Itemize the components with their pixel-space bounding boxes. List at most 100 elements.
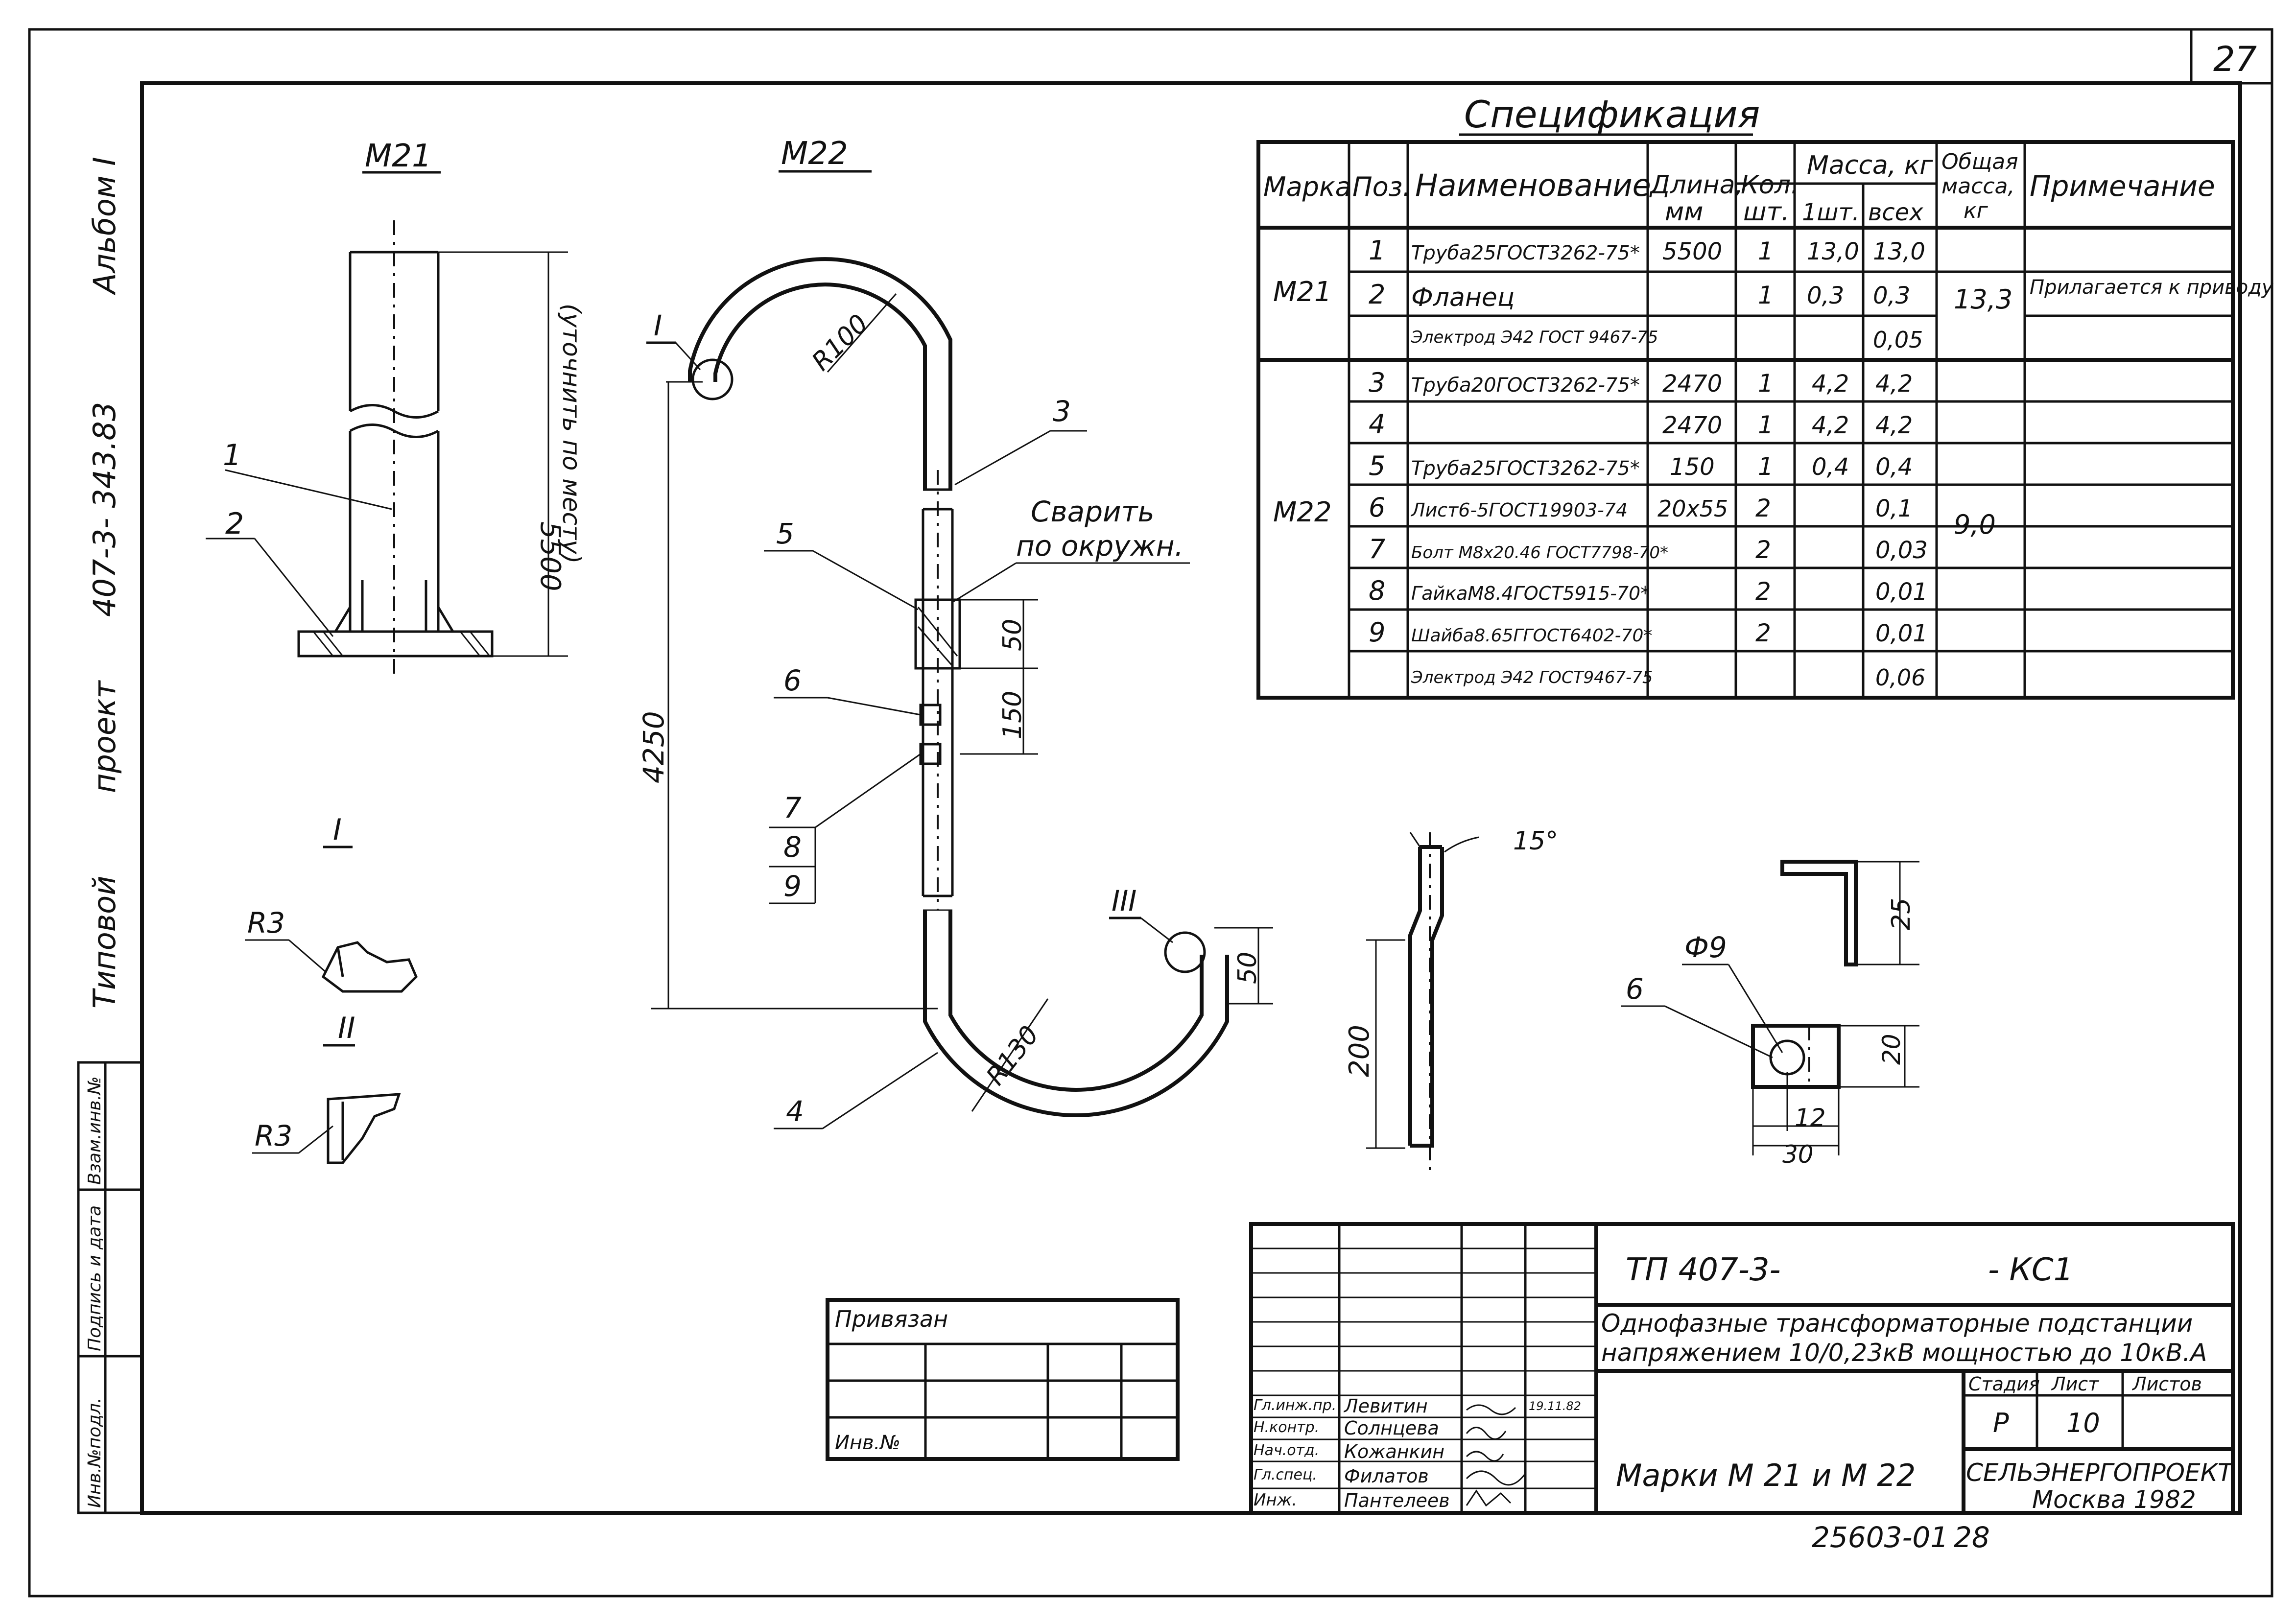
dim-200: 200 <box>1344 1025 1375 1077</box>
inv-podl-label: Инв.№подл. <box>85 1398 105 1508</box>
spec-cell-mall: 0,1 <box>1875 495 1913 522</box>
title-block: ТП 407-3- - КС1 Однофазные трансформатор… <box>1249 1222 2235 1515</box>
spec-cell-mall: 4,2 <box>1875 412 1913 439</box>
spec-cell-length: 20х55 <box>1657 495 1728 522</box>
spec-cell-qty: 1 <box>1758 281 1774 309</box>
spec-row: 2 Фланец 1 0,3 0,3 <box>1369 279 1910 312</box>
spec-cell-name: Шайба8.65ГГОСТ6402-70* <box>1411 626 1652 646</box>
dim-5500: 5500 <box>534 521 566 591</box>
tb-role-row: Нач.отд. Кожанкин <box>1254 1441 1504 1462</box>
spec-table: Спецификация Марка Поз. Наименование Д <box>1256 93 2274 700</box>
spec-total-m22: 9,0 <box>1954 509 1996 540</box>
spec-marka-m22: М22 <box>1273 496 1332 528</box>
project-code: 407-3- 343.83 <box>87 402 122 617</box>
spec-h-note: Примечание <box>2030 169 2215 203</box>
view-strip: 15° 200 <box>1344 826 1558 1170</box>
spec-cell-mall: 0,01 <box>1875 620 1928 647</box>
spec-cell-length: 5500 <box>1662 238 1722 265</box>
spec-cell-m1: 13,0 <box>1807 238 1859 265</box>
spec-cell-mall: 0,01 <box>1875 578 1928 606</box>
spec-cell-qty: 1 <box>1758 452 1774 481</box>
spec-h-total-1: Общая <box>1941 149 2018 174</box>
vzam-label: Взам.инв.№ <box>85 1076 105 1185</box>
privyazan-box: Привязан Инв.№ <box>826 1298 1180 1461</box>
tb-code: ТП 407-3- <box>1626 1252 1781 1288</box>
weld-note-2: по окружн. <box>1016 529 1184 563</box>
sheet-number: 27 <box>2213 39 2257 79</box>
spec-cell-name: Труба20ГОСТ3262-75* <box>1411 374 1640 397</box>
spec-h-qty-1: Кол. <box>1741 170 1799 200</box>
spec-cell-poz: 2 <box>1369 279 1385 310</box>
tb-role: Н.контр. <box>1254 1419 1319 1436</box>
spec-total-m21: 13,3 <box>1954 284 2012 315</box>
dim-12: 12 <box>1795 1104 1826 1132</box>
spec-cell-length: 150 <box>1670 453 1715 481</box>
dim-25: 25 <box>1887 898 1916 930</box>
pos-3: 3 <box>1053 395 1071 428</box>
spec-h-marka: Марка <box>1263 171 1351 202</box>
spec-cell-m1: 0,4 <box>1812 453 1849 481</box>
spec-cell-length: 2470 <box>1662 412 1722 439</box>
spec-row: 4 2470 1 4,2 4,2 <box>1369 409 1913 440</box>
spec-cell-poz: 4 <box>1369 409 1385 440</box>
spec-h-length-1: Длина, <box>1649 170 1743 200</box>
view-plate: 25 20 12 30 Ф9 6 <box>1621 860 1919 1169</box>
spec-cell-qty: 1 <box>1758 369 1774 398</box>
spec-cell-mall: 0,06 <box>1875 664 1925 691</box>
view-m22: М22 I III R100 R130 <box>637 136 1273 1129</box>
m22-title: М22 <box>781 136 848 172</box>
tb-role-row: Инж. Пантелеев <box>1254 1489 1512 1511</box>
pos-6-plate: 6 <box>1626 972 1644 1006</box>
tb-listov-h: Листов <box>2131 1373 2202 1395</box>
spec-h-total-3: кг <box>1964 198 1988 223</box>
sheet-number-box <box>2190 28 2273 85</box>
tb-list-h: Лист <box>2051 1373 2100 1395</box>
detail-II-title: II <box>338 1011 355 1045</box>
spec-h-mass-all: всех <box>1868 199 1923 226</box>
dim-15deg: 15° <box>1513 826 1558 856</box>
tb-role-name: Солнцева <box>1344 1417 1439 1439</box>
spec-cell-name: Электрод Э42 ГОСТ9467-75 <box>1411 668 1653 687</box>
dim-5500-note: (уточнить по месту) <box>557 304 586 564</box>
dim-50-top: 50 <box>998 619 1027 651</box>
spec-h-mass: Масса, кг <box>1807 151 1933 180</box>
dim-20: 20 <box>1877 1034 1906 1065</box>
archive-page: 28 <box>1954 1521 1990 1554</box>
view-m21: М21 5500 (уточнить по месту) 1 2 <box>206 138 586 676</box>
spec-cell-qty: 2 <box>1755 536 1771 564</box>
detail-I-callout: I <box>654 309 662 342</box>
tb-sheet-name: Марки М 21 и М 22 <box>1616 1458 1916 1493</box>
spec-cell-qty: 1 <box>1758 237 1774 265</box>
pos-1-m21: 1 <box>223 438 241 472</box>
spec-cell-name: ГайкаМ8.4ГОСТ5915-70* <box>1411 583 1650 604</box>
r3-a: R3 <box>247 906 285 940</box>
spec-cell-qty: 1 <box>1758 411 1774 439</box>
tb-stadia: Р <box>1993 1408 2009 1438</box>
pos-2-m21: 2 <box>225 507 244 541</box>
tb-role: Гл.инж.пр. <box>1254 1397 1336 1414</box>
pos-5: 5 <box>776 517 794 550</box>
album-label: Альбом I <box>87 157 122 296</box>
spec-cell-m1: 4,2 <box>1812 412 1849 439</box>
spec-h-mass-one: 1шт. <box>1802 199 1860 226</box>
tb-role: Нач.отд. <box>1254 1442 1319 1459</box>
spec-h-poz: Поз. <box>1352 171 1411 202</box>
tb-role-name: Филатов <box>1344 1465 1429 1487</box>
spec-row: 5 Труба25ГОСТ3262-75* 150 1 0,4 0,4 <box>1369 450 1913 481</box>
spec-cell-mall: 4,2 <box>1875 370 1913 398</box>
detail-I-title: I <box>333 813 342 847</box>
dim-50-bottom: 50 <box>1233 952 1262 984</box>
spec-h-length-2: мм <box>1665 197 1703 227</box>
pos-8: 8 <box>783 830 802 864</box>
spec-h-total-2: масса, <box>1941 174 2015 199</box>
pos-4: 4 <box>786 1095 804 1128</box>
tb-title-1: Однофазные трансформаторные подстанции <box>1601 1309 2193 1338</box>
spec-cell-length: 2470 <box>1662 370 1722 398</box>
spec-row: Электрод Э42 ГОСТ 9467-75 0,05 <box>1411 327 1923 353</box>
side-stamp: Альбом I 407-3- 343.83 проект Типовой Вз… <box>77 157 143 1514</box>
spec-cell-poz: 7 <box>1369 534 1385 565</box>
spec-cell-mall: 0,4 <box>1875 453 1913 481</box>
tb-role-row: Гл.инж.пр. Левитин 19.11.82 <box>1254 1395 1581 1417</box>
outer-frame <box>28 28 2273 1598</box>
privyazan-label: Привязан <box>835 1306 948 1332</box>
